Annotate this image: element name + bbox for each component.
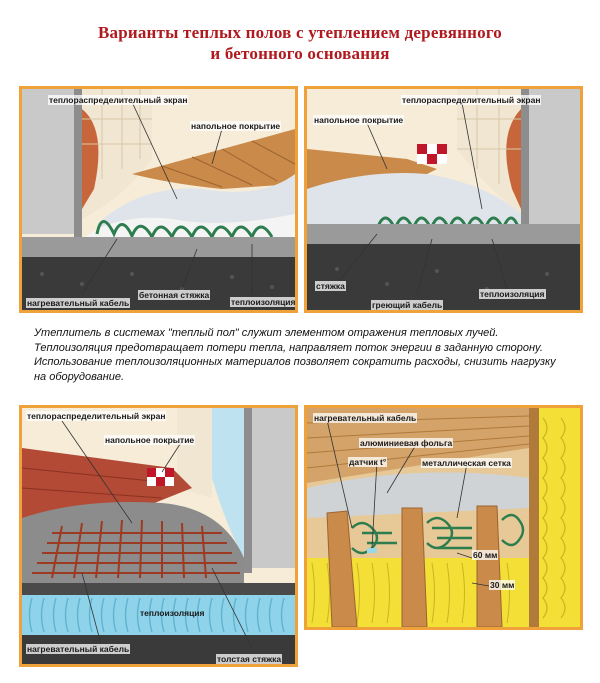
label-concrete-screed: бетонная стяжка <box>138 290 210 300</box>
label-heating-cable: греющий кабель <box>371 300 443 310</box>
panel-wooden-joists: нагревательный кабель алюминиевая фольга… <box>304 405 583 630</box>
label-floor-covering: напольное покрытие <box>190 121 281 131</box>
label-insulation: теплоизоляция <box>479 289 546 299</box>
page-title: Варианты теплых полов с утеплением дерев… <box>0 22 600 64</box>
label-floor-covering: напольное покрытие <box>313 115 404 125</box>
label-screen: теплораспределительный экран <box>401 95 541 105</box>
label-heating-cable: нагревательный кабель <box>313 413 417 423</box>
panel-3-illustration <box>22 408 295 664</box>
label-60mm: 60 мм <box>472 550 498 560</box>
title-line-2: и бетонного основания <box>0 43 600 64</box>
label-heating-cable: нагревательный кабель <box>26 644 130 654</box>
panel-thick-screed: теплораспределительный экран напольное п… <box>19 405 298 667</box>
title-line-1: Варианты теплых полов с утеплением дерев… <box>0 22 600 43</box>
panel-wooden-base: теплораспределительный экран напольное п… <box>19 86 298 313</box>
label-30mm: 30 мм <box>489 580 515 590</box>
label-heating-cable: нагревательный кабель <box>26 298 130 308</box>
label-insulation: теплоизоляция <box>230 297 297 307</box>
panel-concrete-base: теплораспределительный экран напольное п… <box>304 86 583 313</box>
label-metal-mesh: металлическая сетка <box>421 458 512 468</box>
label-screen: теплораспределительный экран <box>48 95 188 105</box>
description-text: Утеплитель в системах "теплый пол" служи… <box>34 326 569 384</box>
label-screed: стяжка <box>315 281 346 291</box>
label-insulation: теплоизоляция <box>140 608 205 618</box>
label-thick-screed: толстая стяжка <box>216 654 282 664</box>
label-floor-covering: напольное покрытие <box>104 435 195 445</box>
label-aluminum-foil: алюминиевая фольга <box>359 438 453 448</box>
label-temperature-sensor: датчик t° <box>348 457 387 467</box>
label-screen: теплораспределительный экран <box>26 411 166 421</box>
